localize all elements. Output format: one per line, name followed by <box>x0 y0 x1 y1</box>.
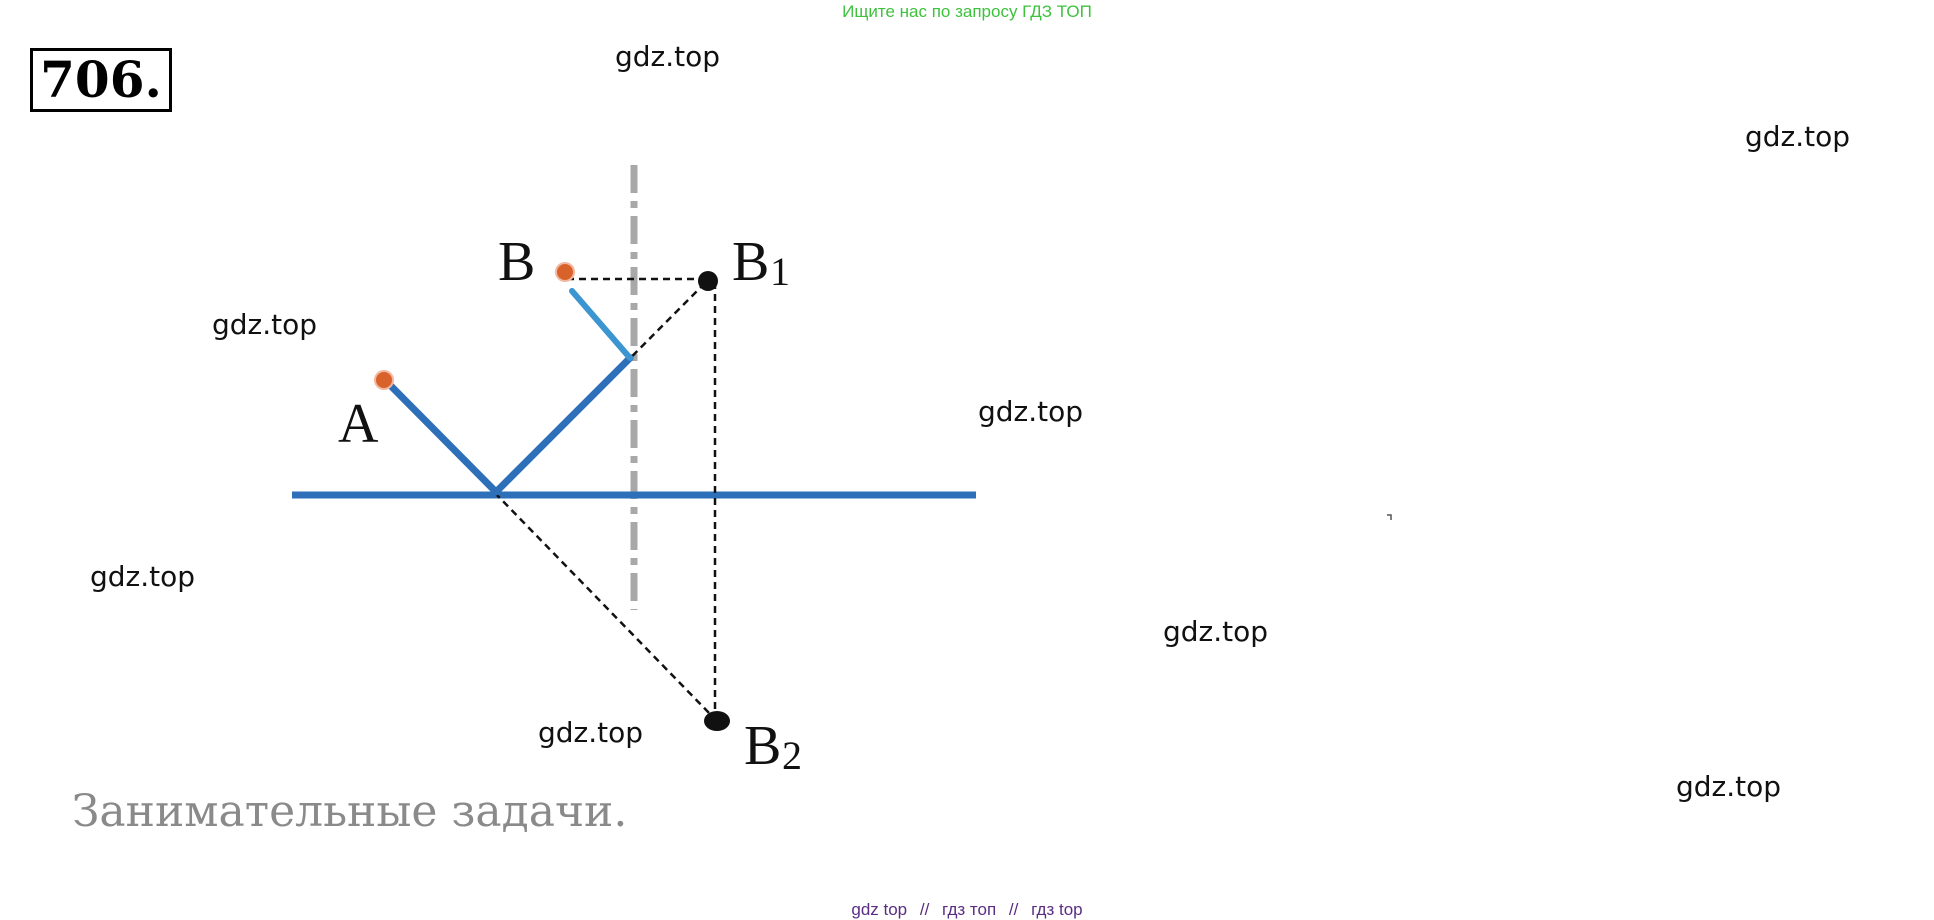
label-b1-subscript: 1 <box>770 249 790 294</box>
watermark: gdz.top <box>538 716 644 749</box>
path-mirror-to-axis <box>492 354 634 496</box>
footer-link-3[interactable]: гдз top <box>1031 900 1083 919</box>
stray-mark <box>1387 514 1392 520</box>
watermark: gdz.top <box>90 560 196 593</box>
label-b2: B <box>744 715 781 777</box>
path-axis-to-b <box>569 288 633 361</box>
footer-link-2[interactable]: гдз топ <box>942 900 997 919</box>
header-note: Ищите нас по запросу ГДЗ ТОП <box>842 2 1092 21</box>
section-title: Занимательные задачи. <box>72 786 628 837</box>
label-b1: B <box>732 231 769 293</box>
watermark: gdz.top <box>1163 615 1269 648</box>
footer-links: gdz top // гдз топ // гдз top <box>0 900 1934 920</box>
point-b1-marker <box>698 271 718 291</box>
footer-separator: // <box>919 900 930 919</box>
watermark: gdz.top <box>615 40 721 73</box>
path-a-to-mirror <box>384 379 500 496</box>
label-b2-subscript: 2 <box>782 733 802 778</box>
watermark: gdz.top <box>1676 770 1782 803</box>
task-number-box: 706. <box>30 48 172 112</box>
point-b-marker <box>555 262 575 282</box>
label-a: A <box>338 393 379 455</box>
footer-separator: // <box>1008 900 1019 919</box>
watermark: gdz.top <box>1745 120 1851 153</box>
watermark: gdz.top <box>212 308 318 341</box>
footer-link-1[interactable]: gdz top <box>851 900 908 919</box>
label-b: B <box>498 231 535 293</box>
point-a-marker <box>374 370 394 390</box>
point-b2-marker <box>704 711 730 731</box>
watermark: gdz.top <box>978 395 1084 428</box>
